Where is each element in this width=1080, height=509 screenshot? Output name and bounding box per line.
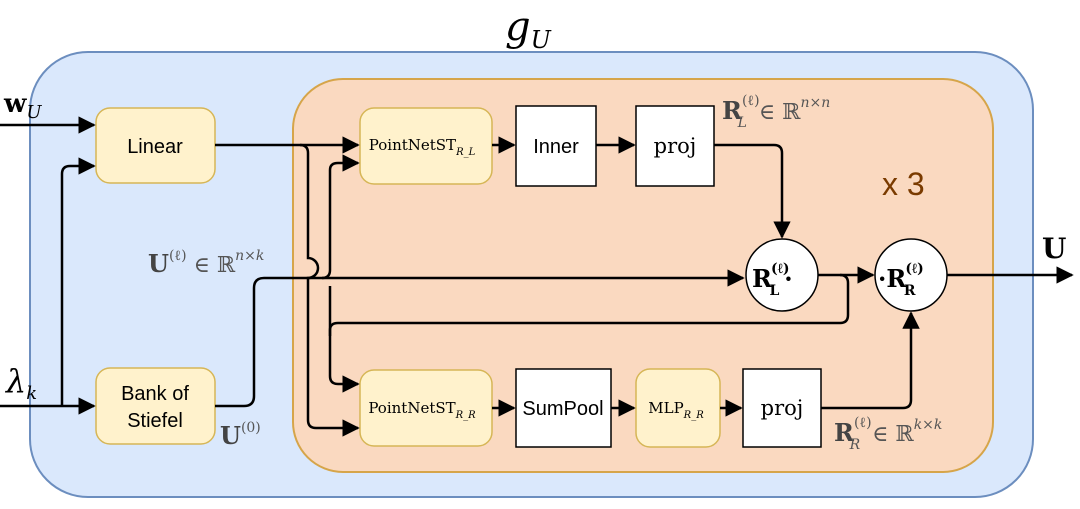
svg-text:PointNetSTR_R: PointNetSTR_R [368,399,476,421]
pointnet-rl-label: PointNetST [369,136,456,154]
bank-of-stiefel-block: Bank of Stiefel [95,367,216,445]
sumpool-block: SumPool [515,368,612,448]
linear-block: Linear [95,107,216,184]
svg-text:MLPR_R: MLPR_R [648,399,704,421]
edge-u-pointnet-rl [321,154,360,280]
sumpool-label: SumPool [522,398,603,420]
pointnet-rr-sub: R_R [455,410,477,421]
mlp-sub: R_R [683,410,705,421]
edge-u-pointnet-rr [328,286,360,393]
edge-leftmult-loop [328,273,850,336]
edge-linear-pointnet-rr [299,143,360,437]
pointnet-rr-label: PointNetST [368,399,455,417]
pointnet-rl-block: PointNetSTR_L [359,107,493,185]
bank-label-line2: Stiefel [127,410,183,432]
rr-label: R(ℓ)R∈ ℝk×k [834,415,942,453]
inner-block: Inner [515,105,597,187]
diagram-title: gU [505,4,552,54]
mlp-label: MLP [648,399,683,417]
pointnet-rr-block: PointNetSTR_R [359,369,493,447]
linear-label: Linear [127,136,183,158]
proj-top-block: proj [635,105,715,187]
proj-top-label: proj [654,134,697,158]
right-mult-operator: ·R(ℓ)R [874,238,948,312]
u-zero-label: U(0) [220,420,261,450]
u-ell-label: U(ℓ) ∈ ℝn×k [148,248,264,278]
edge-proj-rightmult [821,311,920,410]
repeat-label: x 3 [882,166,925,202]
proj-bottom-label: proj [761,396,804,420]
bank-label-line1: Bank of [121,383,189,405]
rl-label: R(ℓ)L∈ ℝn×n [722,93,830,131]
edge-bank-u [215,269,745,408]
left-mult-operator: R(ℓ)L· [745,238,819,312]
proj-bottom-block: proj [742,368,822,448]
mlp-rr-block: MLPR_R [635,368,721,448]
edge-proj-leftmult [714,143,791,239]
inner-label: Inner [533,136,579,158]
edge-lambda-linear [60,157,96,406]
svg-text:PointNetSTR_L: PointNetSTR_L [369,136,476,158]
pointnet-rl-sub: R_L [455,147,476,158]
output-u-label: U [1042,232,1066,265]
